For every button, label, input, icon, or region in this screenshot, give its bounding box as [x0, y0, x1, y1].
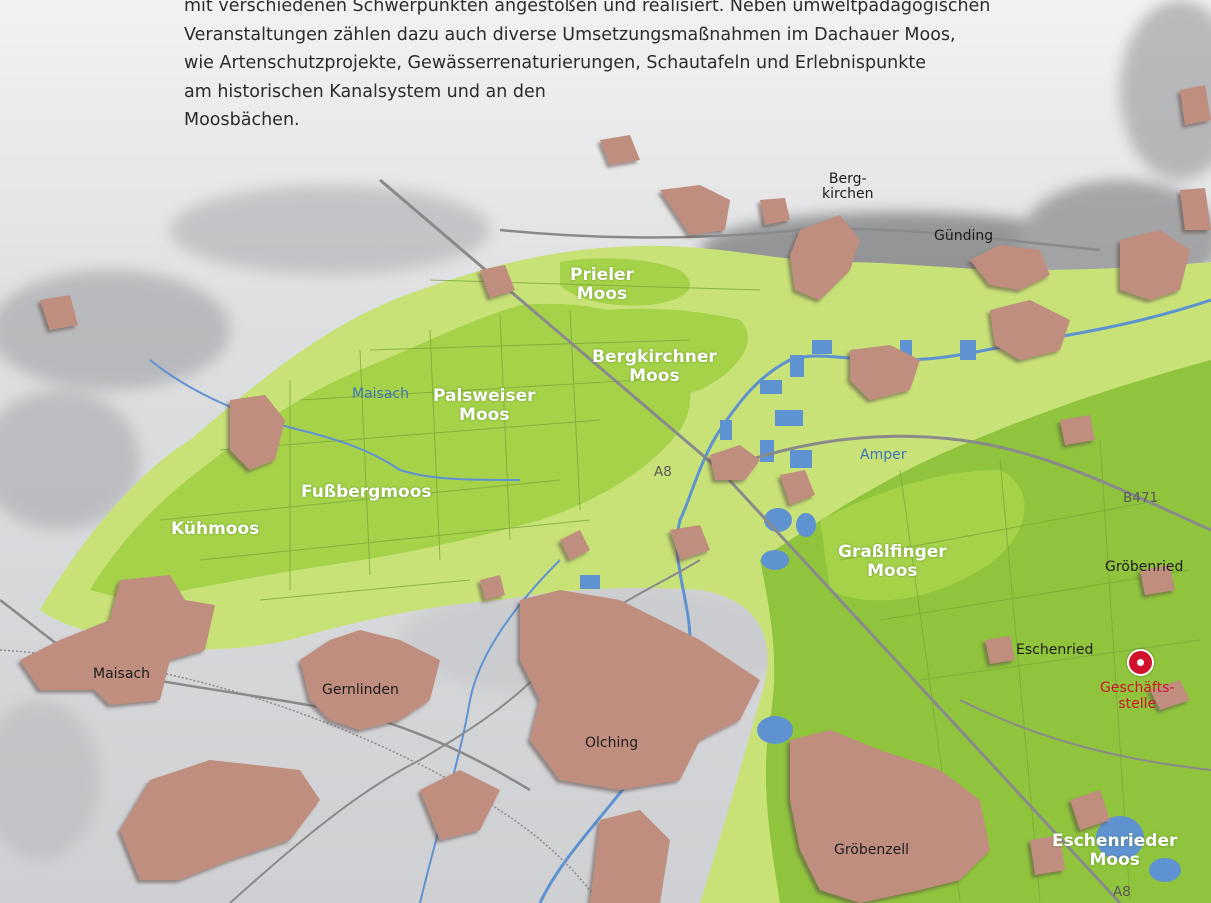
- settlement-gernlinden: [300, 630, 440, 730]
- road-label-a8-south: A8: [1113, 884, 1131, 900]
- river-label-amper: Amper: [860, 447, 907, 463]
- settlement-north-6: [1180, 85, 1211, 125]
- moor-label-fussbergmoos: Fußbergmoos: [301, 482, 432, 502]
- settlement-guending: [970, 245, 1050, 290]
- town-label-olching: Olching: [585, 735, 639, 751]
- settlement-palsweis: [230, 395, 285, 470]
- moor-label-line: Graßlfinger: [838, 542, 947, 562]
- moor-label-kuehmoos: Kühmoos: [171, 519, 260, 539]
- settlement-mid-7: [1030, 835, 1065, 875]
- town-label-groebenzell: Gröbenzell: [834, 842, 909, 858]
- settlement-north-5: [600, 135, 640, 165]
- town-label-eschenried: Eschenried: [1016, 642, 1094, 658]
- settlement-mid-2: [480, 575, 505, 600]
- moor-label-grasslfinger: Graßlfinger Moos: [838, 543, 947, 581]
- moor-label-line: Prieler: [570, 265, 634, 285]
- intro-line: am historischen Kanalsystem und an den: [184, 81, 546, 102]
- road-b471: [719, 434, 1211, 532]
- moor-label-eschenrieder: Eschenrieder Moos: [1052, 832, 1177, 870]
- moor-label-line: Moos: [629, 366, 680, 386]
- settlement-maisach: [20, 575, 215, 705]
- settlement-maisach-south: [120, 760, 320, 880]
- settlement-gewerbe-2: [780, 470, 815, 505]
- moor-label-line: Eschenrieder: [1052, 831, 1178, 851]
- settlement-north-3: [480, 265, 515, 298]
- intro-line: Veranstaltungen zählen dazu auch diverse…: [184, 24, 956, 45]
- location-dot-icon[interactable]: [1127, 649, 1154, 676]
- moor-label-line: Palsweiser: [433, 386, 536, 406]
- office-label-line: stelle: [1118, 696, 1157, 712]
- moor-label-line: Moos: [576, 284, 628, 304]
- settlement-mid-1: [560, 530, 590, 560]
- settlement-groebenzell: [790, 730, 990, 903]
- town-label-groebenried: Gröbenried: [1105, 559, 1184, 575]
- settlement-north-7: [1180, 188, 1211, 230]
- settlement-north-1: [660, 185, 730, 235]
- river-maisach: [149, 359, 521, 481]
- road-east: [959, 699, 1211, 771]
- settlement-guending-east: [1120, 230, 1190, 300]
- settlement-mid-5: [1150, 680, 1190, 710]
- moor-zone-east-inner: [820, 470, 1025, 601]
- settlement-mid-9: [985, 636, 1015, 664]
- settlement-north-4: [40, 295, 78, 330]
- town-label-line: Berg-: [828, 171, 867, 187]
- intro-paragraph: mit verschiedenen Schwerpunkten angestoß…: [184, 0, 1044, 135]
- moor-label-line: Moos: [1089, 850, 1140, 870]
- settlement-olching: [520, 590, 760, 790]
- settlements: [20, 85, 1211, 903]
- town-label-bergkirchen: Berg- kirchen: [822, 172, 874, 202]
- moor-label-palsweiser: Palsweiser Moos: [433, 387, 536, 425]
- town-label-guending: Günding: [934, 228, 994, 244]
- road-label-b471: B471: [1123, 490, 1159, 506]
- settlement-gewerbe: [710, 445, 760, 480]
- office-label-line: Geschäfts-: [1100, 680, 1175, 696]
- settlement-bergkirchen: [790, 215, 860, 300]
- settlement-south-mid: [590, 810, 670, 903]
- town-label-gernlinden: Gernlinden: [322, 682, 399, 698]
- settlement-olching-south: [420, 770, 500, 840]
- settlement-mid-8: [1140, 565, 1175, 595]
- settlement-north-2: [760, 198, 790, 225]
- moor-label-prieler: Prieler Moos: [570, 266, 634, 304]
- settlement-eastbank: [850, 345, 920, 400]
- moor-label-line: Moos: [459, 405, 510, 425]
- intro-line: wie Artenschutzprojekte, Gewässerrenatur…: [184, 53, 927, 73]
- moor-label-bergkirchner: Bergkirchner Moos: [592, 348, 717, 386]
- moor-zone-prieler: [560, 258, 690, 306]
- office-label: Geschäfts- stelle: [1100, 680, 1174, 712]
- moor-label-line: Moos: [867, 561, 918, 581]
- moor-zone-mid: [90, 303, 691, 600]
- town-label-line: kirchen: [822, 186, 874, 202]
- moor-zone-bergkirchner: [540, 308, 748, 402]
- moor-label-line: Bergkirchner: [592, 347, 717, 367]
- river-label-maisach: Maisach: [352, 386, 409, 402]
- intro-line: Moosbächen.: [184, 110, 300, 130]
- intro-line: mit verschiedenen Schwerpunkten angestoß…: [184, 0, 991, 16]
- settlement-mid-6: [1070, 790, 1110, 830]
- settlement-guending-south: [990, 300, 1070, 360]
- road-label-a8-north: A8: [654, 464, 672, 480]
- town-label-maisach: Maisach: [93, 666, 150, 682]
- settlement-mid-4: [1060, 415, 1095, 445]
- settlement-mid-3: [670, 525, 710, 560]
